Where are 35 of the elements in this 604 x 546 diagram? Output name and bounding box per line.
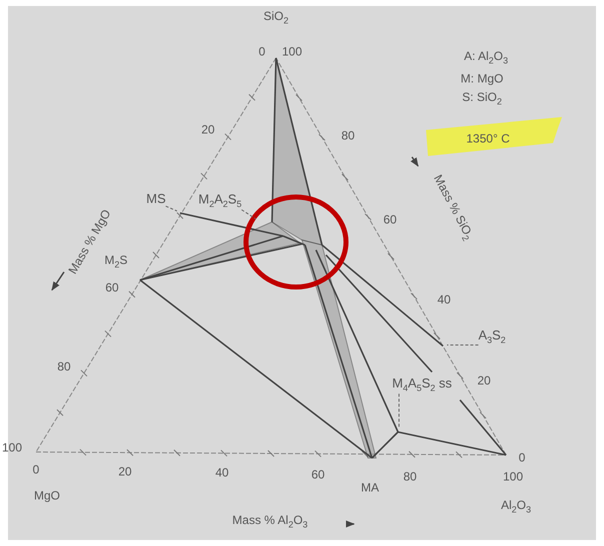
leader-line [241,209,256,220]
tick-label: 20 [118,465,132,479]
tick-label: 40 [437,293,451,307]
tick-label: 60 [105,281,119,295]
tick-label: 0 [518,451,526,465]
tick-label: 60 [383,213,397,227]
key-text: S: SiO$_{2}$ [462,90,502,108]
tick-label: 100 [502,470,524,484]
phase-label: M$_{4}$A$_{5}$S$_{2}$ ss [392,376,452,394]
phase-label: MA [361,481,379,495]
tick-label: 80 [341,129,355,143]
component-label: Al$_{2}$O$_{3}$ [500,498,532,516]
leader-line [165,206,178,212]
tick-label: 80 [403,470,417,484]
key-text: M: MgO [460,72,504,86]
axis-title: Mass % Al$_{2}$O$_{3}$ [232,514,308,530]
phase-label: M$_{2}$A$_{2}$S$_{5}$ [198,192,242,210]
tick-label: 60 [311,468,325,482]
key-text: A: Al$_{2}$O$_{3}$ [464,50,508,66]
tick-label: 0 [32,463,40,477]
phase-label: A$_{3}$S$_{2}$ [478,328,506,346]
tick-label: 100 [282,45,302,59]
component-label: SiO$_{2}$ [263,10,289,26]
leader-line [398,393,400,428]
tick-label: 80 [57,360,71,374]
phase-label: MS [146,192,166,206]
tick-label: 20 [201,123,215,137]
leader-line [446,344,479,346]
temperature-label: 1350° C [466,132,510,146]
component-label: MgO [34,489,60,503]
tick-label: 40 [215,466,229,480]
phase-label: M$_{2}$S [104,254,128,270]
tick-label: 100 [2,441,22,455]
tick-label: 20 [477,374,491,388]
tick-label: 0 [258,45,266,59]
